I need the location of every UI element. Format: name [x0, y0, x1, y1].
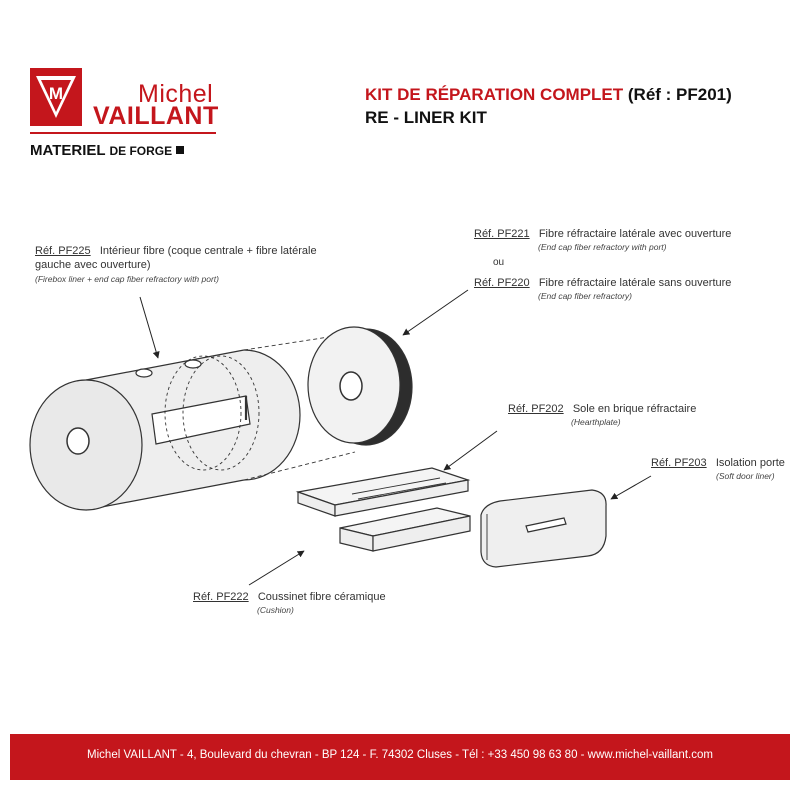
sub-pf221: (End cap fiber refractory with port)	[538, 242, 667, 252]
title-main: KIT DE RÉPARATION COMPLET	[365, 85, 624, 104]
arrow-pf221	[402, 289, 469, 336]
label-pf203-text: Isolation porte	[715, 457, 785, 469]
brand-last-name: VAILLANT	[93, 102, 219, 130]
logo-letter: M	[49, 84, 63, 103]
ref-pf222: Réf. PF222	[193, 591, 249, 603]
brand-logo: M	[30, 68, 82, 126]
label-pf221-text: Fibre réfractaire latérale avec ouvertur…	[538, 228, 732, 240]
arrow-pf202	[443, 430, 498, 471]
label-pf225-b: gauche avec ouverture)	[35, 259, 151, 271]
label-pf202-text: Sole en brique réfractaire	[572, 403, 697, 415]
label-pf225-a: Intérieur fibre (coque centrale + fibre …	[99, 245, 317, 257]
square-icon	[176, 146, 185, 154]
tagline-small: DE FORGE	[109, 144, 173, 158]
brand-first-name: Michel	[138, 80, 214, 108]
cushion-part	[339, 507, 471, 552]
label-pf220-text: Fibre réfractaire latérale sans ouvertur…	[538, 277, 732, 289]
sub-pf202: (Hearthplate)	[571, 417, 621, 427]
page-subtitle: RE - LINER KIT	[365, 108, 487, 127]
end-cap-part	[307, 326, 413, 446]
label-pf203: Réf. PF203 Isolation porte	[651, 457, 785, 470]
arrow-pf225	[139, 296, 160, 359]
label-pf225: Réf. PF225 Intérieur fibre (coque centra…	[35, 245, 317, 258]
firebox-liner-part	[29, 332, 356, 511]
label-pf222-text: Coussinet fibre céramique	[257, 591, 386, 603]
label-pf222: Réf. PF222 Coussinet fibre céramique	[193, 591, 386, 604]
label-pf220: Réf. PF220 Fibre réfractaire latérale sa…	[474, 277, 731, 290]
sub-pf220: (End cap fiber refractory)	[538, 291, 633, 301]
ref-pf220: Réf. PF220	[474, 277, 530, 289]
arrow-pf222	[248, 550, 305, 586]
title-ref: (Réf : PF201)	[627, 85, 732, 104]
sub-pf225: (Firebox liner + end cap fiber refractor…	[35, 274, 220, 284]
logo-emblem-icon: M	[30, 68, 82, 126]
label-pf221: Réf. PF221 Fibre réfractaire latérale av…	[474, 228, 731, 241]
ref-pf202: Réf. PF202	[508, 403, 564, 415]
page-title: KIT DE RÉPARATION COMPLET (Réf : PF201)	[365, 85, 732, 105]
ref-pf221: Réf. PF221	[474, 228, 530, 240]
arrow-pf203	[610, 475, 652, 500]
footer-contact: Michel VAILLANT - 4, Boulevard du chevra…	[87, 749, 713, 761]
ref-pf225: Réf. PF225	[35, 245, 91, 257]
hearthplate-part	[295, 467, 471, 517]
label-pf202: Réf. PF202 Sole en brique réfractaire	[508, 403, 696, 416]
sub-pf222: (Cushion)	[257, 605, 294, 615]
ref-pf203: Réf. PF203	[651, 457, 707, 469]
or-text: ou	[493, 257, 505, 268]
brand-divider	[30, 132, 216, 134]
callout-arrows	[139, 289, 652, 586]
door-liner-part	[480, 489, 607, 568]
brand-tagline: MATERIEL DE FORGE	[30, 142, 185, 159]
footer-bar: Michel VAILLANT - 4, Boulevard du chevra…	[10, 734, 790, 780]
sub-pf203: (Soft door liner)	[716, 471, 775, 481]
tagline-main: MATERIEL	[30, 142, 106, 159]
